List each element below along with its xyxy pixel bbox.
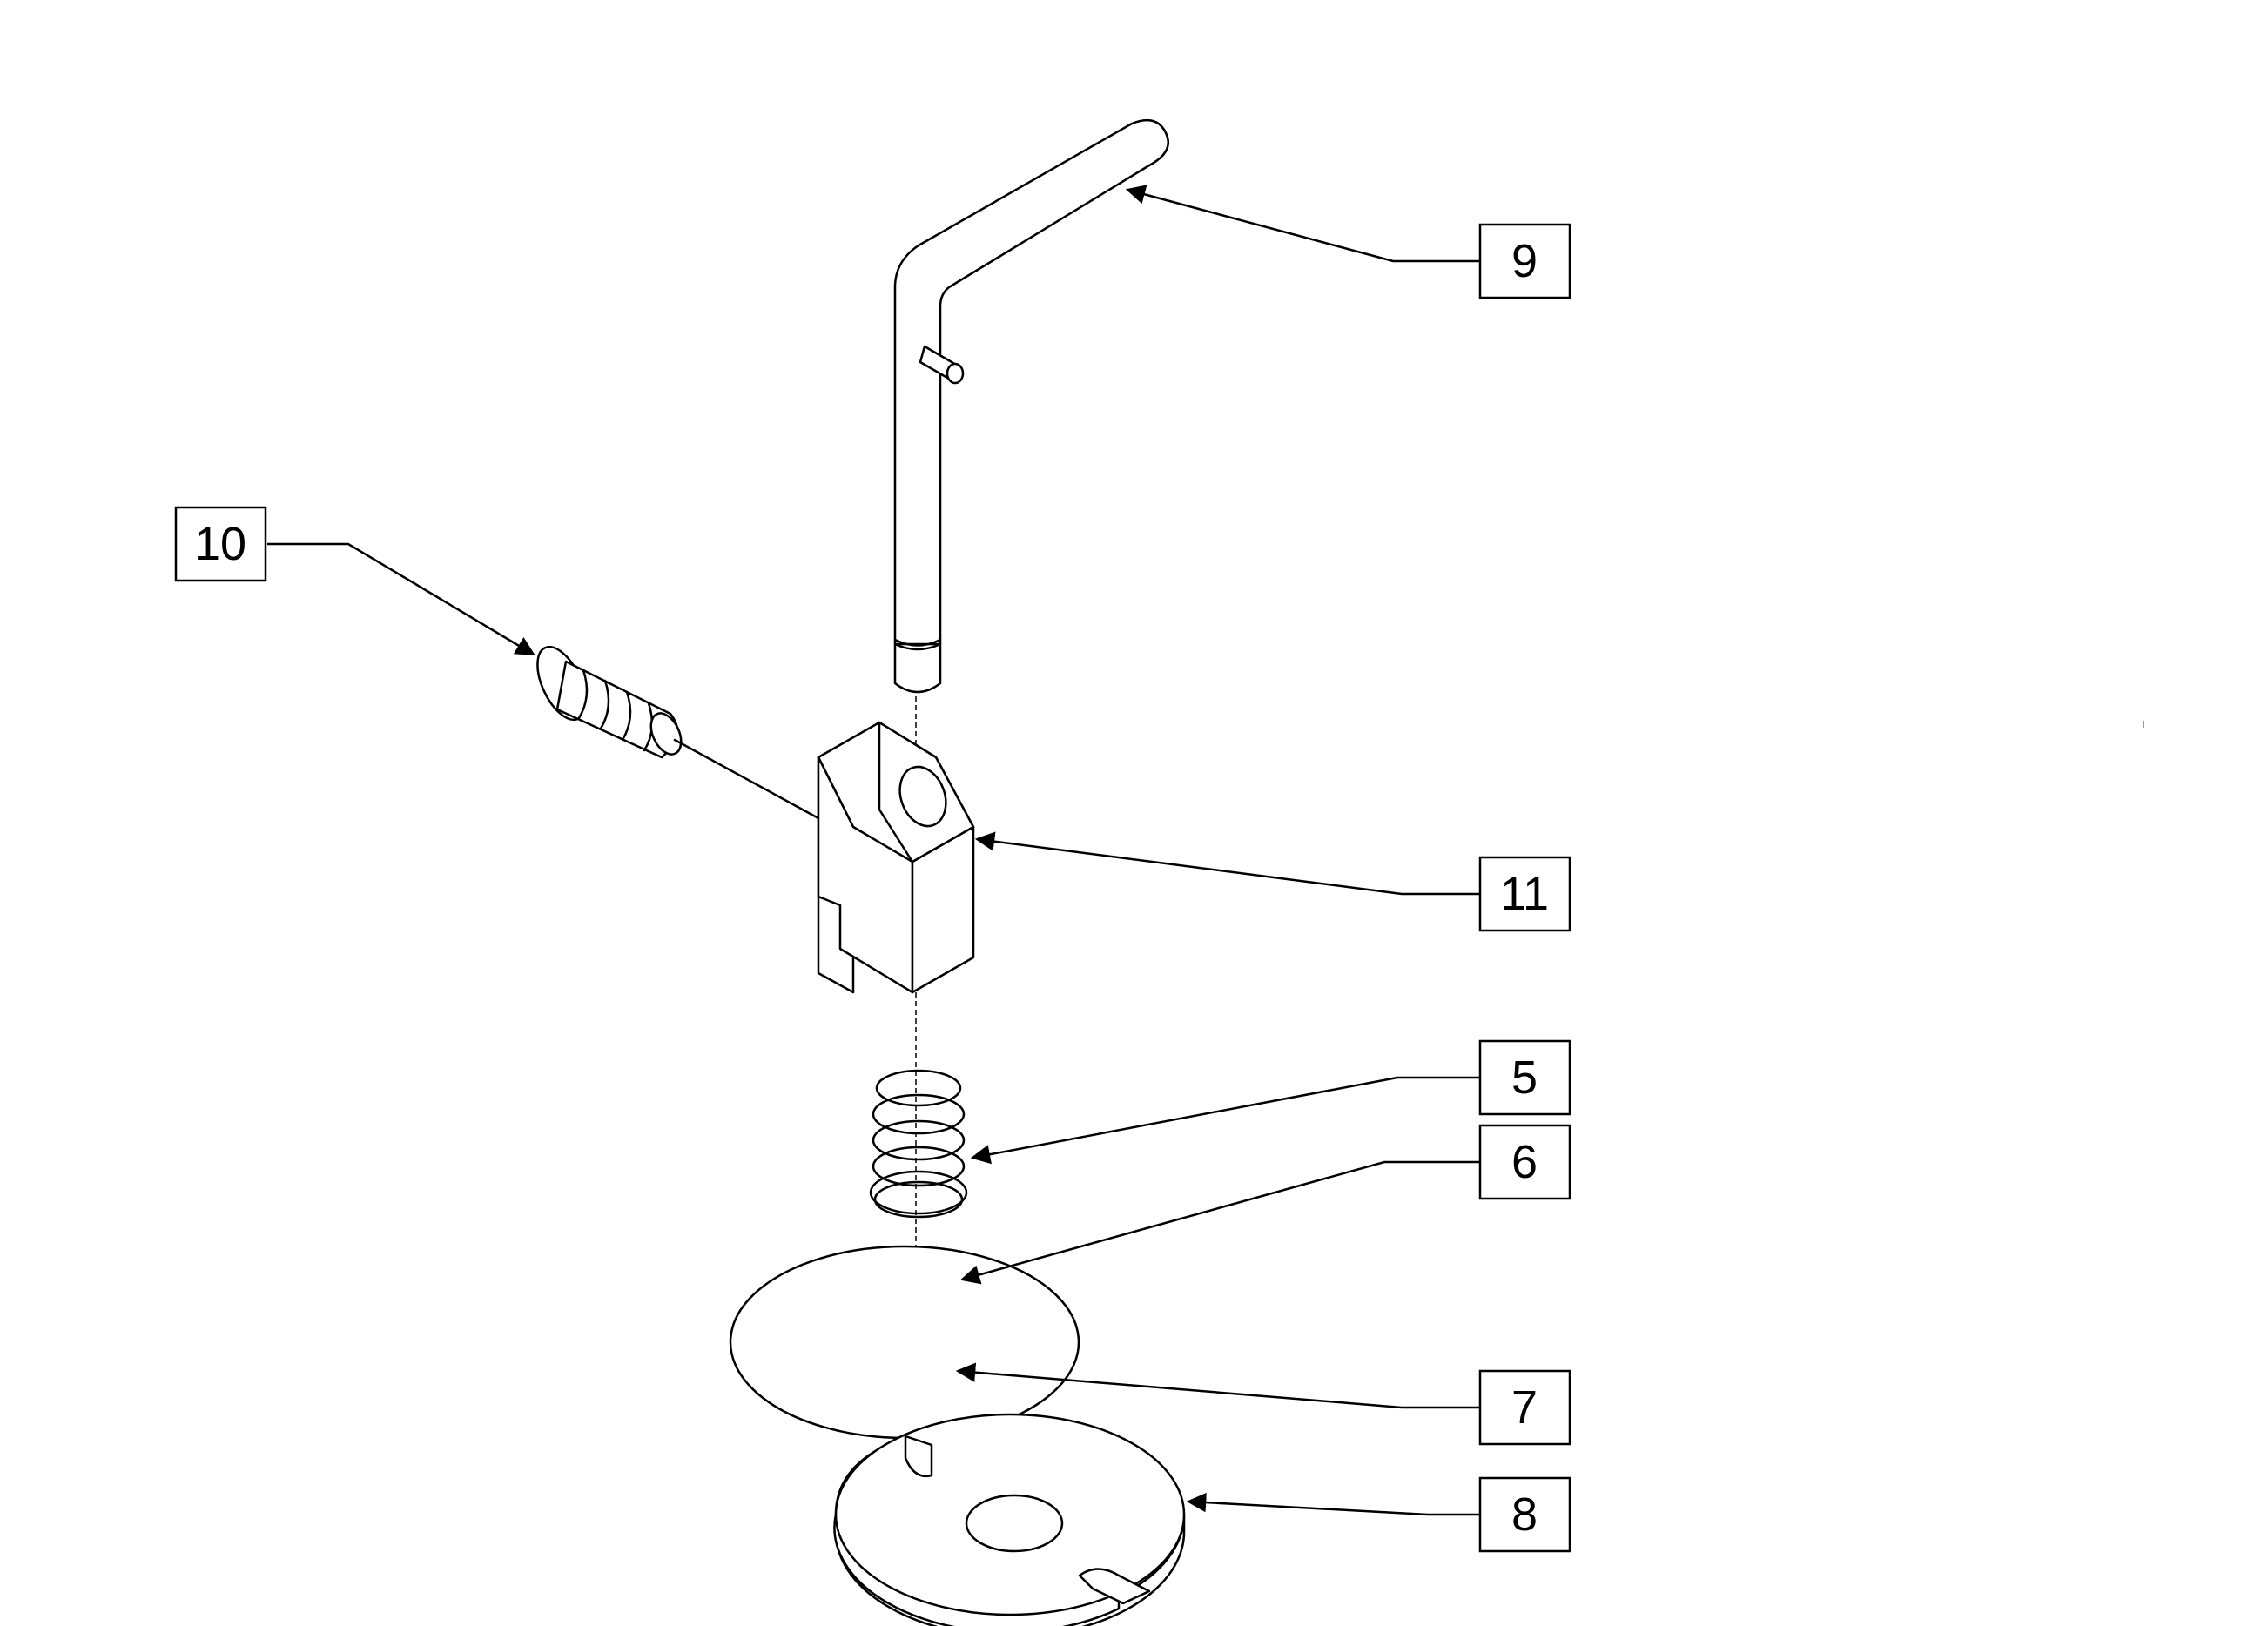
callout-10: 10 xyxy=(174,506,267,582)
leader-8 xyxy=(1186,1492,1480,1516)
callout-8: 8 xyxy=(1478,1476,1571,1553)
part-9-bent-pin xyxy=(893,118,1169,694)
callout-label: 10 xyxy=(194,518,246,570)
callout-label: 11 xyxy=(1500,868,1549,920)
leader-7 xyxy=(955,1362,1480,1409)
callout-6: 6 xyxy=(1478,1124,1571,1200)
callout-5: 5 xyxy=(1478,1039,1571,1116)
callout-11: 11 xyxy=(1478,856,1571,932)
leader-6 xyxy=(959,1160,1480,1285)
leader-9 xyxy=(1125,185,1480,263)
callout-label: 9 xyxy=(1511,235,1538,287)
part-5-spring xyxy=(869,1069,968,1219)
callout-label: 6 xyxy=(1511,1136,1538,1188)
leader-11 xyxy=(974,831,1480,896)
screw-axis xyxy=(673,738,820,820)
leader-5 xyxy=(970,1076,1480,1165)
callout-9: 9 xyxy=(1478,223,1571,299)
part-11-block xyxy=(817,721,975,994)
part-8-slotted-disc xyxy=(730,1246,1186,1626)
part-10-screw xyxy=(536,645,683,759)
callout-label: 5 xyxy=(1511,1052,1538,1104)
callout-7: 7 xyxy=(1478,1369,1571,1446)
callout-label: 7 xyxy=(1511,1381,1538,1434)
callout-label: 8 xyxy=(1511,1488,1538,1541)
leader-10 xyxy=(267,542,535,656)
